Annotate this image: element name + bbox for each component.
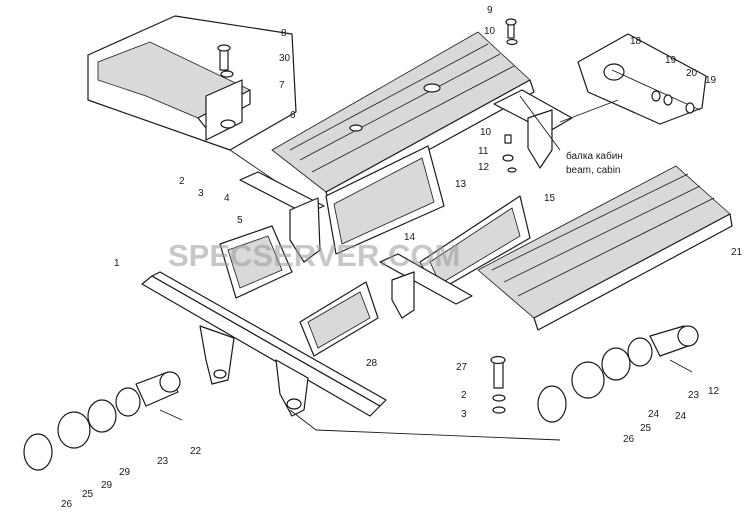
callout-13: 13 — [455, 179, 467, 190]
callout-24-right-a: 24 — [648, 409, 660, 420]
callout-22: 22 — [190, 446, 202, 457]
callout-2: 2 — [179, 176, 185, 187]
callout-8: 8 — [281, 28, 287, 39]
callout-12-mid: 12 — [478, 162, 490, 173]
callout-4: 4 — [224, 193, 230, 204]
callout-6: 6 — [290, 110, 296, 121]
callout-19-a: 19 — [665, 55, 677, 66]
callout-1: 1 — [114, 258, 120, 269]
callout-21: 21 — [731, 247, 743, 258]
cover-13 — [325, 145, 445, 255]
callout-28: 28 — [366, 358, 378, 369]
watermark: SPECSERVER.COM — [168, 238, 461, 273]
callout-26-left: 26 — [61, 499, 73, 510]
callout-9: 9 — [487, 5, 493, 16]
callout-23-right: 23 — [688, 390, 700, 401]
bolt-hardware-top — [505, 18, 518, 46]
crossbeam — [141, 271, 561, 441]
callout-11: 11 — [478, 146, 489, 157]
callout-18: 18 — [630, 36, 642, 47]
callout-10-mid: 10 — [480, 127, 492, 138]
callout-10-top: 10 — [484, 26, 496, 37]
callout-14: 14 — [404, 232, 416, 243]
callout-15: 15 — [544, 193, 556, 204]
callout-25-right: 25 — [640, 423, 652, 434]
bracket-left — [219, 171, 325, 299]
callout-3: 3 — [198, 188, 204, 199]
inset-pin — [559, 33, 707, 125]
callout-3-lower: 3 — [461, 409, 467, 420]
callout-25-left: 25 — [82, 489, 94, 500]
cover-14 — [379, 195, 531, 319]
callout-24-right-b: 24 — [675, 411, 687, 422]
annotation-ru: балка кабин — [566, 151, 623, 162]
callout-29-left-b: 29 — [101, 480, 113, 491]
callout-20: 20 — [686, 68, 698, 79]
annotation-en: beam, cabin — [566, 165, 621, 176]
cover-28 — [299, 281, 379, 357]
callout-5: 5 — [237, 215, 243, 226]
cabin-bracket — [493, 89, 573, 173]
callout-12-lower: 12 — [708, 386, 720, 397]
callout-26-right: 26 — [623, 434, 635, 445]
callout-27: 27 — [456, 362, 468, 373]
inset-detail — [87, 15, 319, 211]
bolt-27 — [490, 355, 506, 414]
rail-lower — [477, 165, 733, 331]
callout-2-lower: 2 — [461, 390, 467, 401]
callout-23-left: 23 — [157, 456, 169, 467]
callout-7: 7 — [279, 80, 285, 91]
callout-30: 30 — [279, 53, 291, 64]
callout-29-left-a: 29 — [119, 467, 131, 478]
bushing-stack-right — [537, 325, 699, 423]
bushing-stack-left — [23, 371, 183, 471]
callout-19-b: 19 — [705, 75, 717, 86]
